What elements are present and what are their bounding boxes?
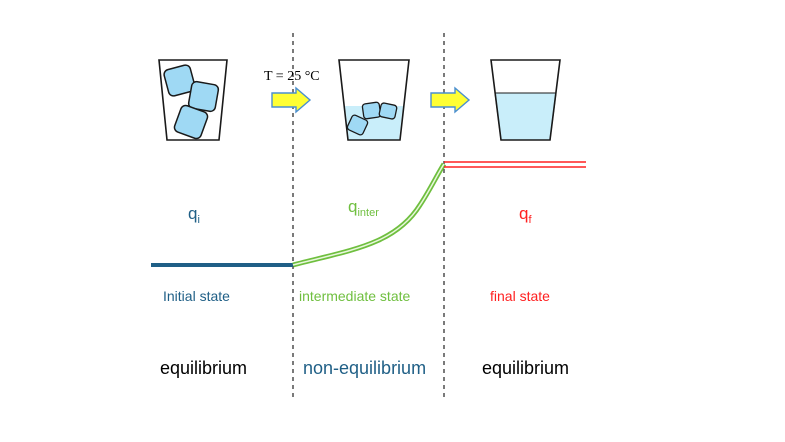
glass-full-ice-icon bbox=[158, 59, 228, 141]
glass-water-icon bbox=[490, 59, 561, 141]
q-initial-label: qi bbox=[188, 204, 200, 226]
initial-state-label: Initial state bbox=[163, 288, 230, 304]
ice-cube bbox=[187, 80, 220, 113]
water-fill bbox=[494, 92, 557, 141]
q-final-label: qf bbox=[519, 204, 532, 226]
ice-cube bbox=[173, 104, 209, 140]
arrow-right-icon bbox=[430, 86, 471, 114]
ice-cube bbox=[361, 101, 382, 120]
glass-outline bbox=[490, 59, 561, 141]
glass-melting-ice-icon bbox=[338, 59, 410, 141]
ice-cube bbox=[346, 114, 369, 136]
ice-cube bbox=[163, 64, 196, 97]
final-equilibrium-label: equilibrium bbox=[482, 358, 569, 378]
arrow-right-icon bbox=[271, 86, 312, 114]
glass-outline bbox=[338, 59, 410, 141]
intermediate-equilibrium-label: non-equilibrium bbox=[303, 358, 426, 378]
glass-outline bbox=[158, 59, 228, 141]
intermediate-state-label: intermediate state bbox=[299, 288, 410, 304]
q-intermediate-label: qinter bbox=[348, 197, 379, 219]
ice-cube bbox=[378, 102, 398, 120]
initial-equilibrium-label: equilibrium bbox=[160, 358, 247, 378]
temperature-label: T = 25 °C bbox=[264, 69, 320, 84]
intermediate-state-curve-core bbox=[292, 163, 445, 266]
final-state-label: final state bbox=[490, 288, 550, 304]
